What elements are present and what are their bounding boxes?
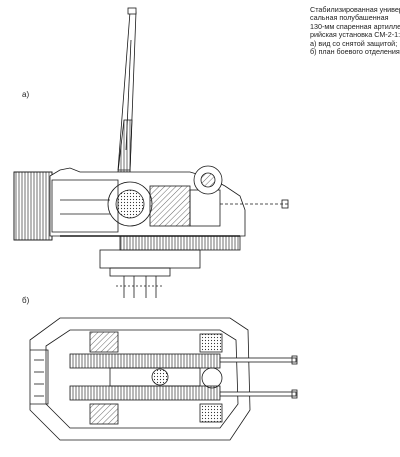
figure-caption: Стабилизированная универ- сальная полуба…	[310, 5, 400, 57]
right-equipment	[199, 333, 223, 423]
caption-line-4: рийская установка СМ-2-1:	[310, 30, 400, 40]
sight-dome	[193, 165, 223, 195]
left-ammo-rack	[89, 331, 119, 425]
caption-line-5: а) вид со снятой защитой;	[310, 38, 398, 48]
rear-section-plan	[30, 349, 49, 405]
elevated-barrel	[117, 7, 137, 173]
side-view	[13, 7, 290, 298]
caption-line-3: 130-мм спаренная артилле-	[310, 21, 400, 31]
figure-label-b: б)	[22, 296, 30, 305]
figure-label-a: а)	[22, 90, 30, 99]
horizontal-barrel-stub	[220, 199, 290, 209]
base-mount	[109, 267, 171, 298]
rear-hoist-box	[13, 171, 53, 241]
twin-barrels-plan	[219, 355, 298, 399]
caption-line-2: сальная полубашенная	[310, 13, 389, 23]
caption-line-1: Стабилизированная универ-	[310, 5, 400, 14]
caption-line-6: б) план боевого отделения.	[310, 47, 400, 57]
turret-outline-plan	[29, 317, 251, 441]
plan-view	[29, 317, 298, 441]
gun-cradles	[69, 353, 221, 401]
